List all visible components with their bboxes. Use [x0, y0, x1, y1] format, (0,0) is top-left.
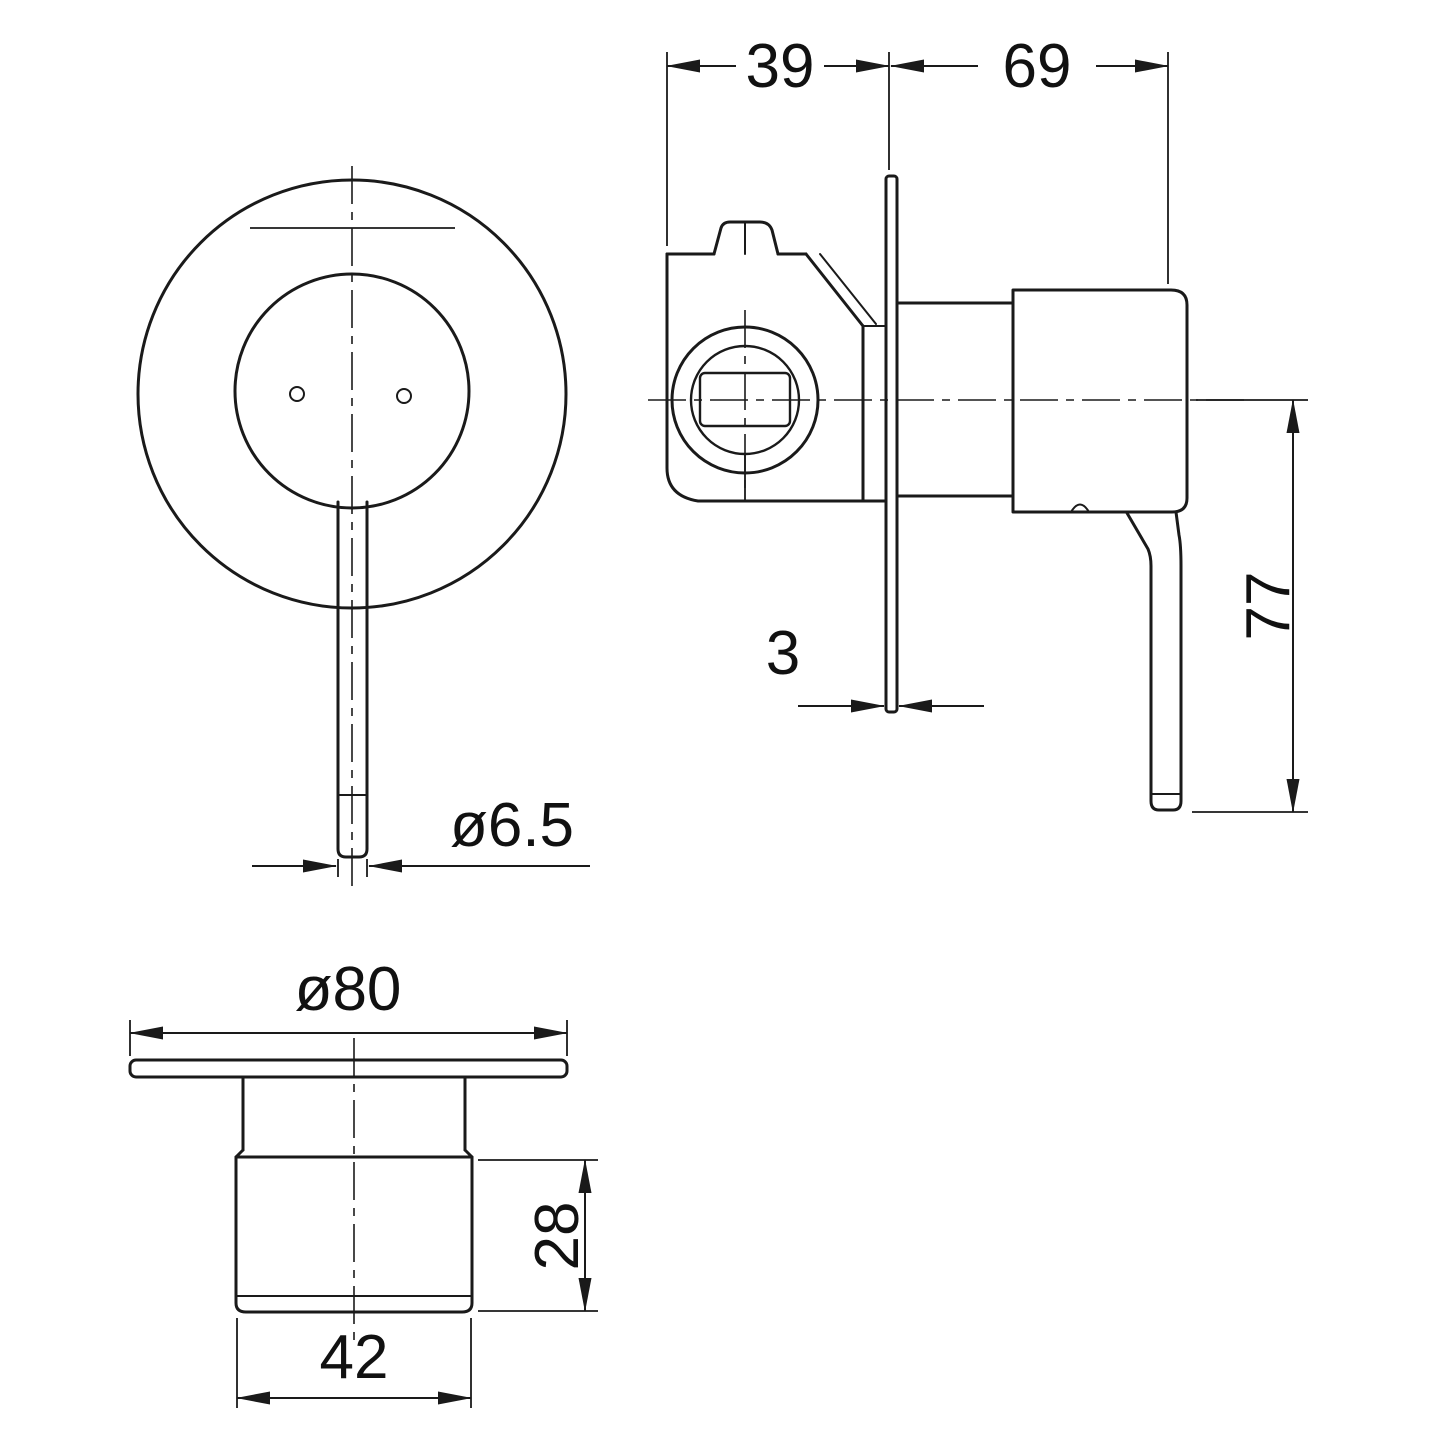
dim-projection-label: 69 — [1003, 32, 1072, 101]
body-taper-edge — [819, 253, 877, 325]
dim-base-height-label: 28 — [523, 1202, 592, 1271]
screw-hole-right — [396, 388, 412, 404]
bottom-view: ø80 28 42 — [128, 955, 598, 1408]
dim-plate-diameter-label: ø80 — [295, 955, 402, 1024]
valve-body-outline — [665, 252, 888, 503]
lever-handle-front — [336, 500, 369, 859]
wall-plate-bottom — [128, 1058, 569, 1079]
screw-hole-left — [289, 386, 305, 402]
dim-projection: 69 — [890, 32, 1169, 284]
handle-body-side — [1011, 288, 1189, 514]
wall-plate-side — [884, 174, 899, 714]
dim-lever-length: 77 — [1192, 399, 1308, 813]
dim-recess-depth-label: 39 — [746, 32, 815, 101]
body-bottom-view — [234, 1155, 474, 1314]
dim-base-height: 28 — [478, 1159, 598, 1312]
dim-plate-thickness: 3 — [766, 619, 984, 713]
dim-plate-thickness-label: 3 — [766, 619, 800, 688]
dim-lever-tip-diameter: ø6.5 — [252, 791, 590, 877]
dim-lever-tip-diameter-label: ø6.5 — [450, 791, 574, 860]
body-taper-edge — [804, 252, 865, 328]
dim-lever-length-label: 77 — [1234, 572, 1303, 641]
side-view: 39 69 3 77 — [648, 32, 1308, 813]
lever-handle-side — [1125, 510, 1183, 812]
front-view: ø6.5 — [136, 166, 590, 886]
dim-base-width-label: 42 — [320, 1323, 389, 1392]
dim-base-width: 42 — [236, 1318, 472, 1408]
dim-recess-depth: 39 — [666, 32, 890, 246]
set-screw-notch — [1070, 503, 1090, 513]
dim-plate-diameter: ø80 — [129, 955, 568, 1056]
